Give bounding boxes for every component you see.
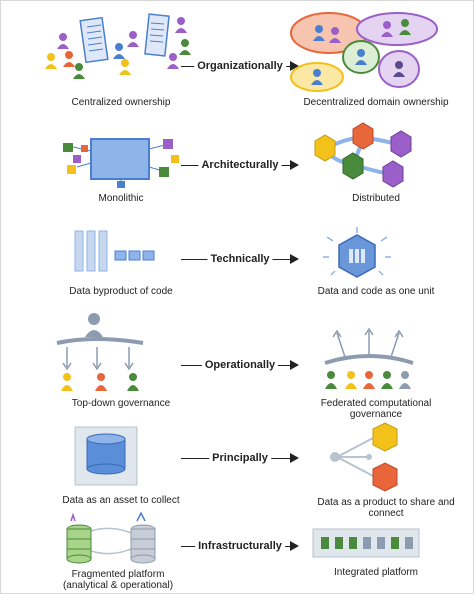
transition-arrow: Principally [181, 451, 299, 465]
transition-label: Architecturally [198, 158, 282, 172]
right-caption: Data and code as one unit [317, 286, 435, 297]
person-icon [363, 371, 375, 389]
arrow-head-icon [290, 160, 299, 170]
left-caption: Monolithic [98, 193, 144, 204]
data-byproduct-of-code-illustration [74, 230, 155, 272]
person-icon [63, 51, 75, 67]
transition-arrow: Operationally [181, 358, 299, 372]
transition-label: Principally [209, 451, 271, 465]
person-icon [167, 53, 179, 69]
person-icon [127, 373, 139, 391]
person-icon [73, 63, 85, 79]
person-icon [45, 53, 57, 69]
transition-label: Infrastructurally [195, 539, 285, 553]
person-icon [399, 19, 411, 35]
right-caption: Decentralized domain ownership [303, 97, 449, 108]
left-caption: Top-down governance [71, 398, 171, 409]
arrow-head-icon [290, 254, 299, 264]
integrated-platform-illustration [312, 528, 420, 558]
transition-label: Organizationally [194, 59, 286, 73]
data-as-an-asset-to-collect-illustration [74, 426, 138, 486]
person-icon [393, 61, 405, 77]
left-caption: Data as an asset to collect [62, 495, 180, 506]
person-icon [175, 17, 187, 33]
person-icon [345, 371, 357, 389]
right-caption: Data as a product to share and connect [317, 497, 455, 519]
fragmented-platform-illustration [66, 511, 156, 564]
person-icon [113, 43, 125, 59]
right-caption: Distributed [352, 193, 400, 204]
left-caption: Data byproduct of code [69, 286, 173, 297]
person-icon [381, 21, 393, 37]
transition-arrow: Architecturally [181, 158, 299, 172]
right-caption: Integrated platform [334, 567, 418, 578]
person-icon [355, 49, 367, 65]
arrow-head-icon [290, 453, 299, 463]
person-icon [329, 27, 341, 43]
left-caption: Fragmented platform (analytical & operat… [62, 569, 174, 591]
transition-label: Technically [207, 252, 273, 266]
person-icon [325, 371, 337, 389]
top-down-governance-illustration [56, 313, 144, 391]
centralized-ownership-illustration [45, 13, 191, 79]
data-and-code-as-one-unit-illustration [323, 227, 391, 278]
person-icon [399, 371, 411, 389]
transition-arrow: Technically [181, 252, 299, 266]
right-caption: Federated computational governance [320, 398, 432, 420]
person-icon [95, 373, 107, 391]
person-icon [381, 371, 393, 389]
arrow-head-icon [290, 541, 299, 551]
document-icon [79, 16, 109, 64]
person-icon [61, 373, 73, 391]
transition-label: Operationally [201, 358, 279, 372]
document-icon [144, 13, 170, 57]
person-icon [127, 31, 139, 47]
person-icon [311, 69, 323, 85]
person-icon [179, 39, 191, 55]
arrow-head-icon [290, 360, 299, 370]
monolithic-illustration [63, 138, 179, 188]
distributed-illustration [314, 122, 412, 188]
federated-computational-governance-illustration [324, 327, 414, 389]
arrow-head-icon [290, 61, 299, 71]
transition-arrow: Infrastructurally [181, 539, 299, 553]
transition-arrow: Organizationally [181, 59, 299, 73]
person-icon [119, 59, 131, 75]
decentralized-domain-ownership-illustration [290, 12, 438, 92]
person-icon [57, 33, 69, 49]
left-caption: Centralized ownership [71, 97, 171, 108]
data-as-a-product-illustration [330, 422, 398, 492]
person-icon [313, 25, 325, 41]
